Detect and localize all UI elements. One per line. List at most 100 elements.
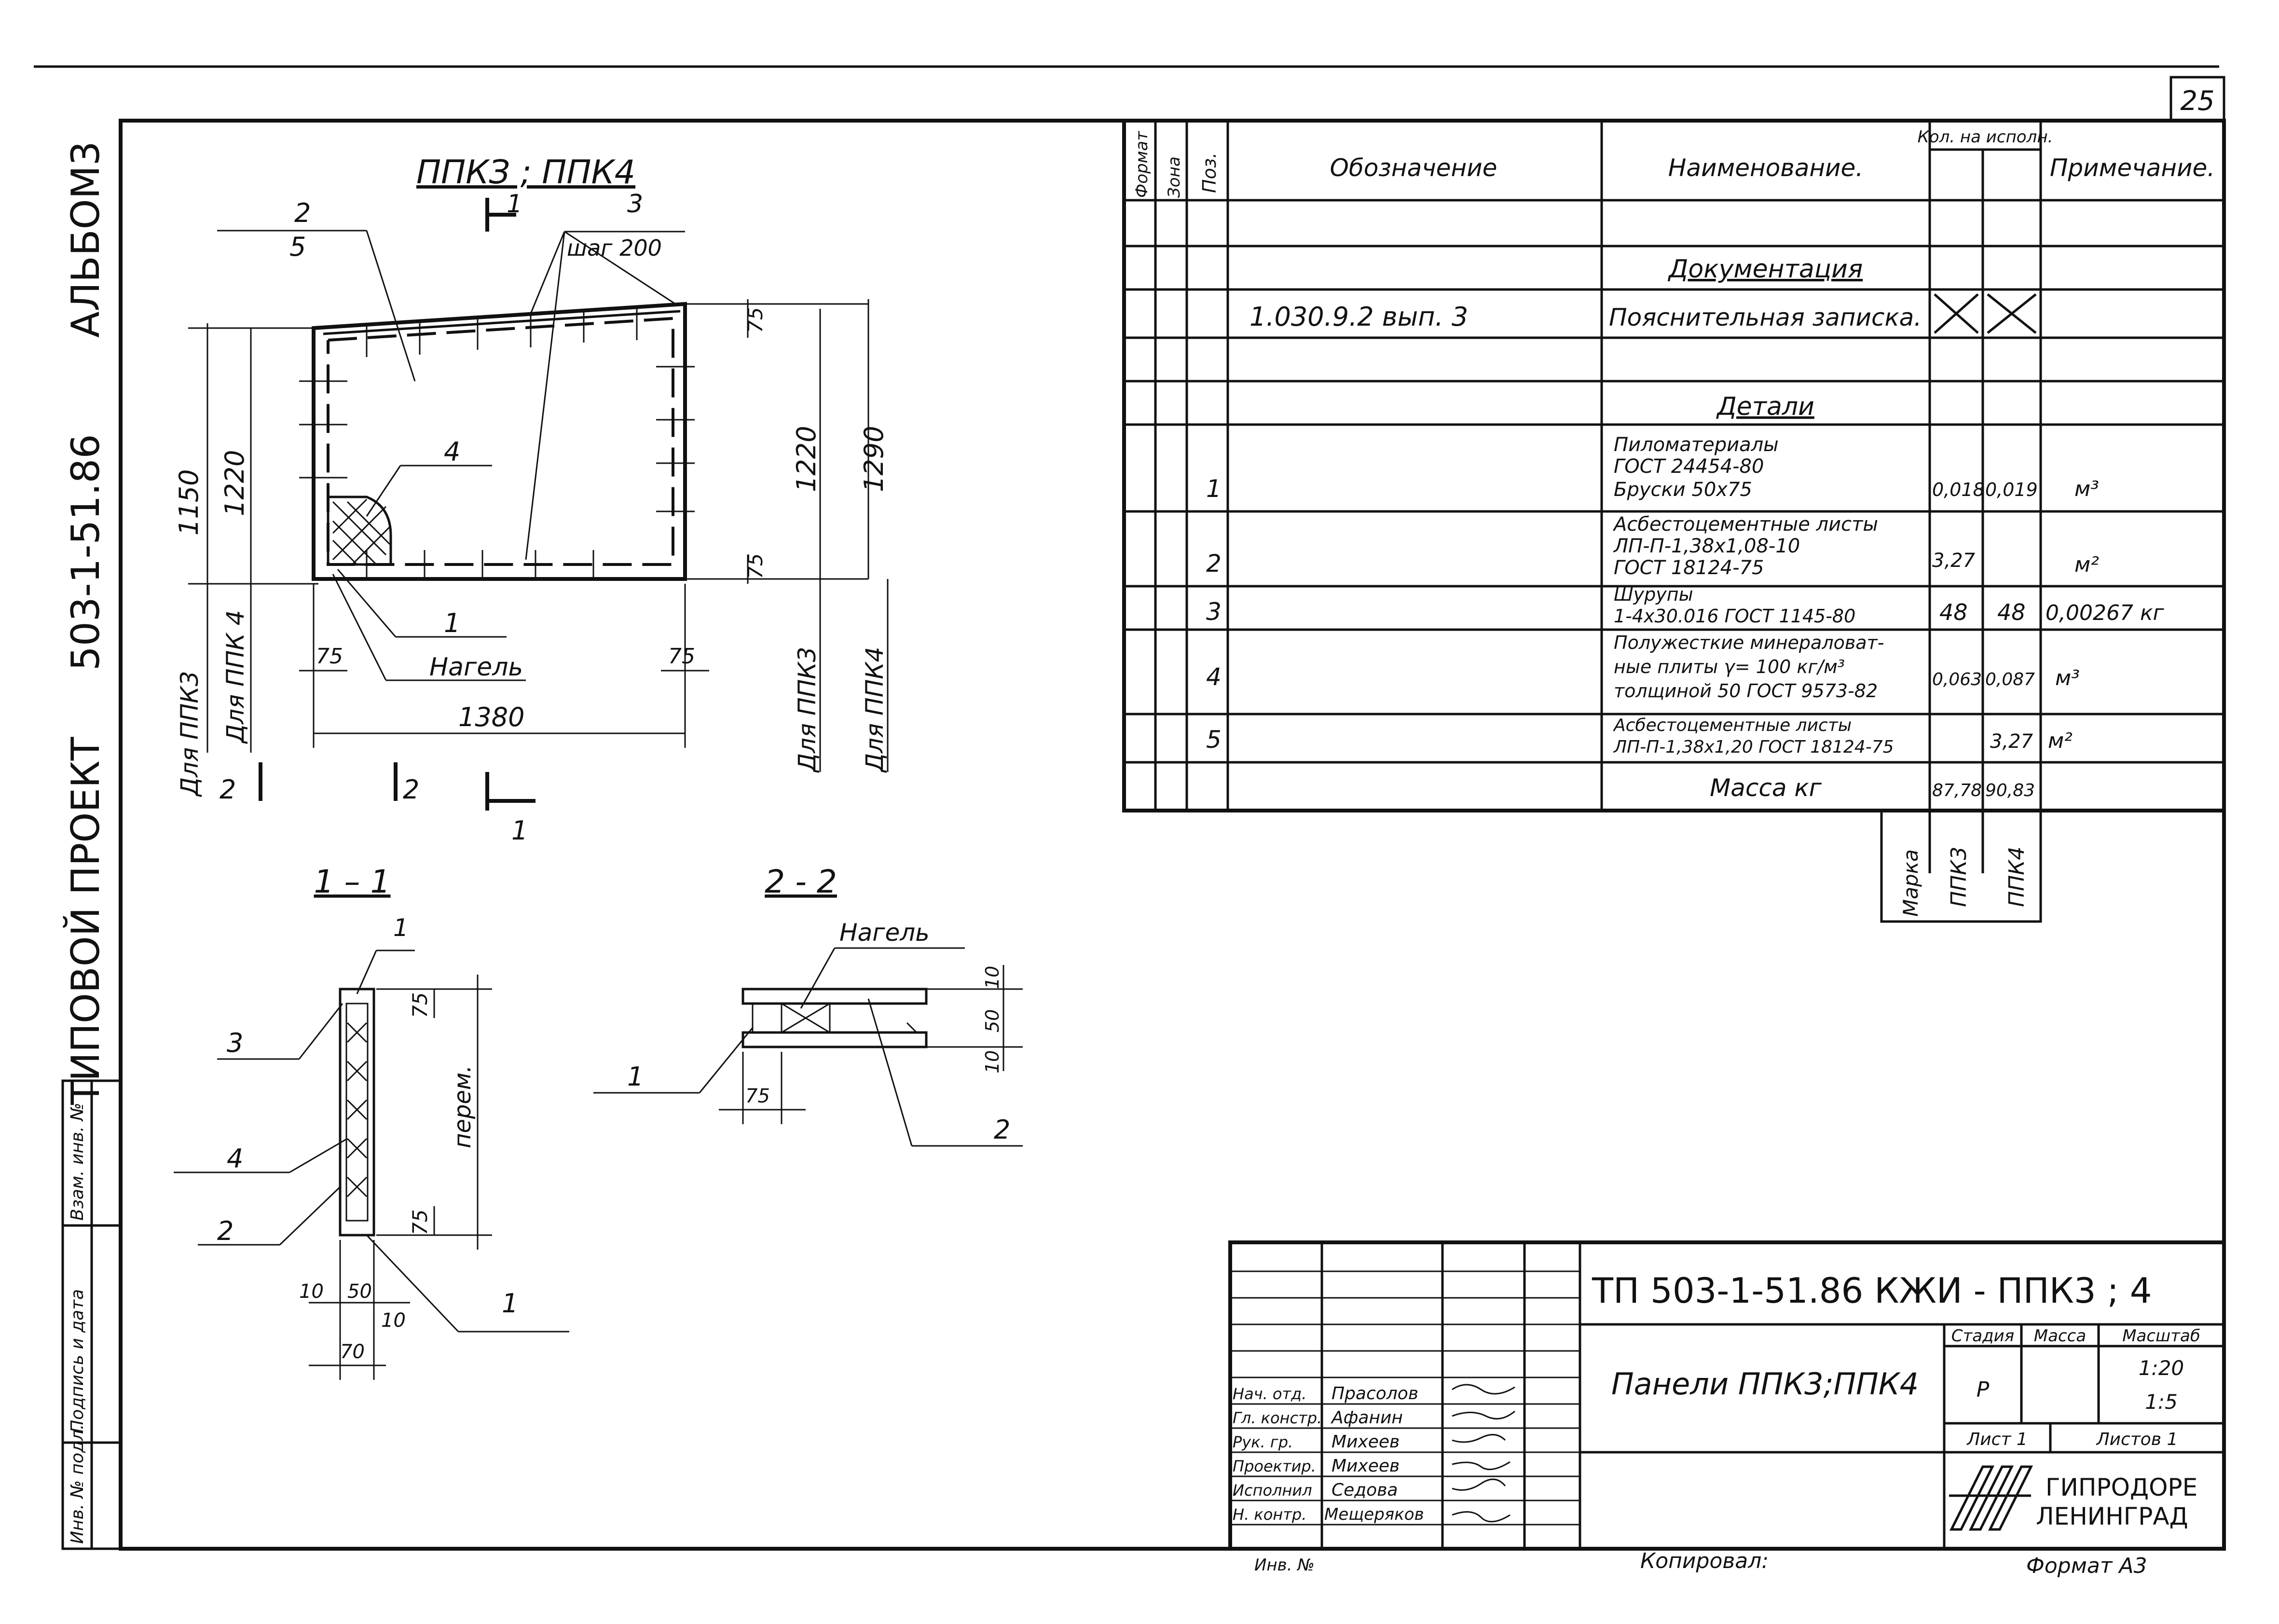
person-5: Седова: [1332, 1480, 1398, 1500]
stamp-repl: Взам. инв. №: [68, 1103, 87, 1221]
s22-pos-1: 1: [627, 1061, 644, 1092]
hdr-designation: Обозначение: [1330, 154, 1497, 182]
row4-q3: 0,063: [1932, 670, 1982, 689]
side-album: АЛЬБОМ3: [63, 141, 108, 338]
hdr-pos: Поз.: [1199, 152, 1220, 193]
section-1-1-title: 1 – 1: [314, 863, 391, 900]
row4-name-b: ные плиты γ= 100 кг/м³: [1614, 656, 1845, 677]
signatures: [1452, 1384, 1515, 1523]
stamp-inv: Инв. № подл.: [68, 1424, 87, 1544]
stamp-sign: Подпись и дата: [68, 1289, 87, 1433]
s11-dim-var: перем.: [449, 1065, 476, 1148]
row1-q4: 0,019: [1985, 479, 2038, 500]
org-name-1: ГИПРОДОРЕ: [2046, 1473, 2197, 1501]
footer-format: Формат А3: [2026, 1554, 2147, 1578]
section-mark-1-bot: 1: [511, 815, 528, 846]
scale-1: 1:20: [2139, 1356, 2184, 1380]
row2-pos: 2: [1206, 550, 1222, 578]
doc-name: Пояснительная записка.: [1609, 303, 1922, 331]
s22-dim-75: 75: [745, 1085, 770, 1107]
row1-note: м³: [2074, 477, 2099, 501]
scale-2: 1:5: [2145, 1390, 2178, 1414]
row5-note: м²: [2048, 729, 2073, 753]
row4-name-a: Полужесткие минераловат-: [1614, 632, 1884, 653]
doc-code: ТП 503-1-51.86 КЖИ - ППК3 ; 4: [1592, 1270, 2152, 1311]
mass-q3: 87,78: [1932, 781, 1982, 800]
hdr-note: Примечание.: [2050, 154, 2215, 182]
row1-name-c: Бруски 50х75: [1614, 479, 1752, 501]
mark-label: Марка: [1899, 849, 1922, 917]
row5-q4: 3,27: [1990, 730, 2033, 753]
s11-dim-75-bot: 75: [408, 1210, 432, 1235]
doc-name: Панели ППК3;ППК4: [1611, 1366, 1919, 1402]
mass-header: Масса: [2034, 1326, 2086, 1346]
dim-1220-right: 1220: [791, 426, 822, 492]
person-1: Прасолов: [1332, 1384, 1418, 1404]
row3-pos: 3: [1206, 598, 1222, 626]
s22-pos-2: 2: [994, 1115, 1010, 1145]
s22-dim-10b: 10: [982, 1050, 1003, 1073]
row5-pos: 5: [1206, 726, 1222, 754]
role-1: Нач. отд.: [1233, 1385, 1306, 1403]
plan-dowel: Нагель: [429, 653, 523, 682]
person-2: Афанин: [1331, 1408, 1403, 1428]
hdr-qty: Кол. на исполн.: [1918, 127, 2053, 147]
s22-dim-10a: 10: [982, 966, 1003, 989]
row1-name-a: Пиломатериалы: [1614, 434, 1779, 456]
plan-pos-1: 1: [444, 608, 460, 638]
stage-header: Стадия: [1951, 1326, 2014, 1346]
s22-dowel: Нагель: [839, 919, 930, 947]
stage-value: Р: [1977, 1377, 1990, 1402]
doc-designation: 1.030.9.2 вып. 3: [1249, 302, 1468, 332]
role-2: Гл. констр.: [1233, 1409, 1322, 1427]
plan-title: ППКЗ ; ППК4: [416, 153, 635, 192]
dim-75-left: 75: [316, 644, 343, 669]
side-project-title: ТИПОВОЙ ПРОЕКТ: [63, 736, 108, 1105]
for-ppk4-right: Для ППК4: [861, 647, 889, 773]
for-ppk3-right: Для ППК3: [793, 647, 821, 773]
drawing-frame: [119, 119, 2226, 1551]
hdr-name: Наименование.: [1668, 154, 1863, 182]
role-3: Рук. гр.: [1233, 1433, 1293, 1451]
org-logo-icon: [1949, 1465, 2033, 1531]
row5-name-a: Асбестоцементные листы: [1613, 716, 1852, 735]
dim-1220-left: 1220: [220, 450, 250, 516]
step-label: шаг 200: [567, 235, 662, 261]
mass-q4: 90,83: [1985, 781, 2035, 800]
section-mark-2-left: 2: [220, 774, 236, 805]
insulation-sample: [327, 495, 392, 566]
person-6: Мещеряков: [1324, 1505, 1424, 1524]
section-details: Детали: [1716, 392, 1814, 421]
plan-pos-4: 4: [444, 437, 460, 467]
dim-1150: 1150: [174, 469, 204, 536]
sheet-number: Лист 1: [1966, 1430, 2028, 1449]
s11-dim-50: 50: [347, 1280, 372, 1303]
person-3: Михеев: [1332, 1432, 1400, 1452]
dim-75-bot: 75: [743, 553, 767, 579]
org-name-2: ЛЕНИНГРАД: [2036, 1502, 2188, 1530]
plan-drawing: ППКЗ ; ППК4 1 2 5 3 шаг 200: [174, 153, 889, 846]
row4-note: м³: [2055, 666, 2080, 690]
section-2-2: 2 - 2 Нагель 1 2 75 10 50 10: [593, 863, 1023, 1147]
section-docs: Документация: [1668, 255, 1863, 284]
for-ppk4-left: Для ППК 4: [221, 610, 249, 744]
row3-name-b: 1-4х30.016 ГОСТ 1145-80: [1614, 606, 1855, 627]
s22-dim-50: 50: [982, 1009, 1003, 1032]
footer-copied: Копировал:: [1640, 1549, 1769, 1573]
dim-1290: 1290: [859, 426, 889, 492]
section-1-1: 1 – 1 1 3 4 2 1 75 75 перем. 10 5: [174, 863, 569, 1380]
s11-dim-75-top: 75: [408, 992, 432, 1018]
s11-pos-4: 4: [227, 1143, 243, 1174]
s11-pos-2: 2: [217, 1216, 233, 1246]
row4-name-c: толщиной 50 ГОСТ 9573-82: [1614, 680, 1878, 702]
row3-q3: 48: [1939, 599, 1968, 625]
row2-name-b: ЛП-П-1,38х1,08-10: [1613, 535, 1800, 557]
footer-inv: Инв. №: [1254, 1555, 1315, 1575]
sheets-total: Листов 1: [2096, 1430, 2178, 1449]
row3-q4: 48: [1997, 599, 2026, 625]
dim-75-top: 75: [743, 307, 767, 333]
page-number: 25: [2180, 85, 2214, 117]
leader-5: 5: [289, 232, 306, 262]
person-4: Михеев: [1332, 1456, 1400, 1476]
